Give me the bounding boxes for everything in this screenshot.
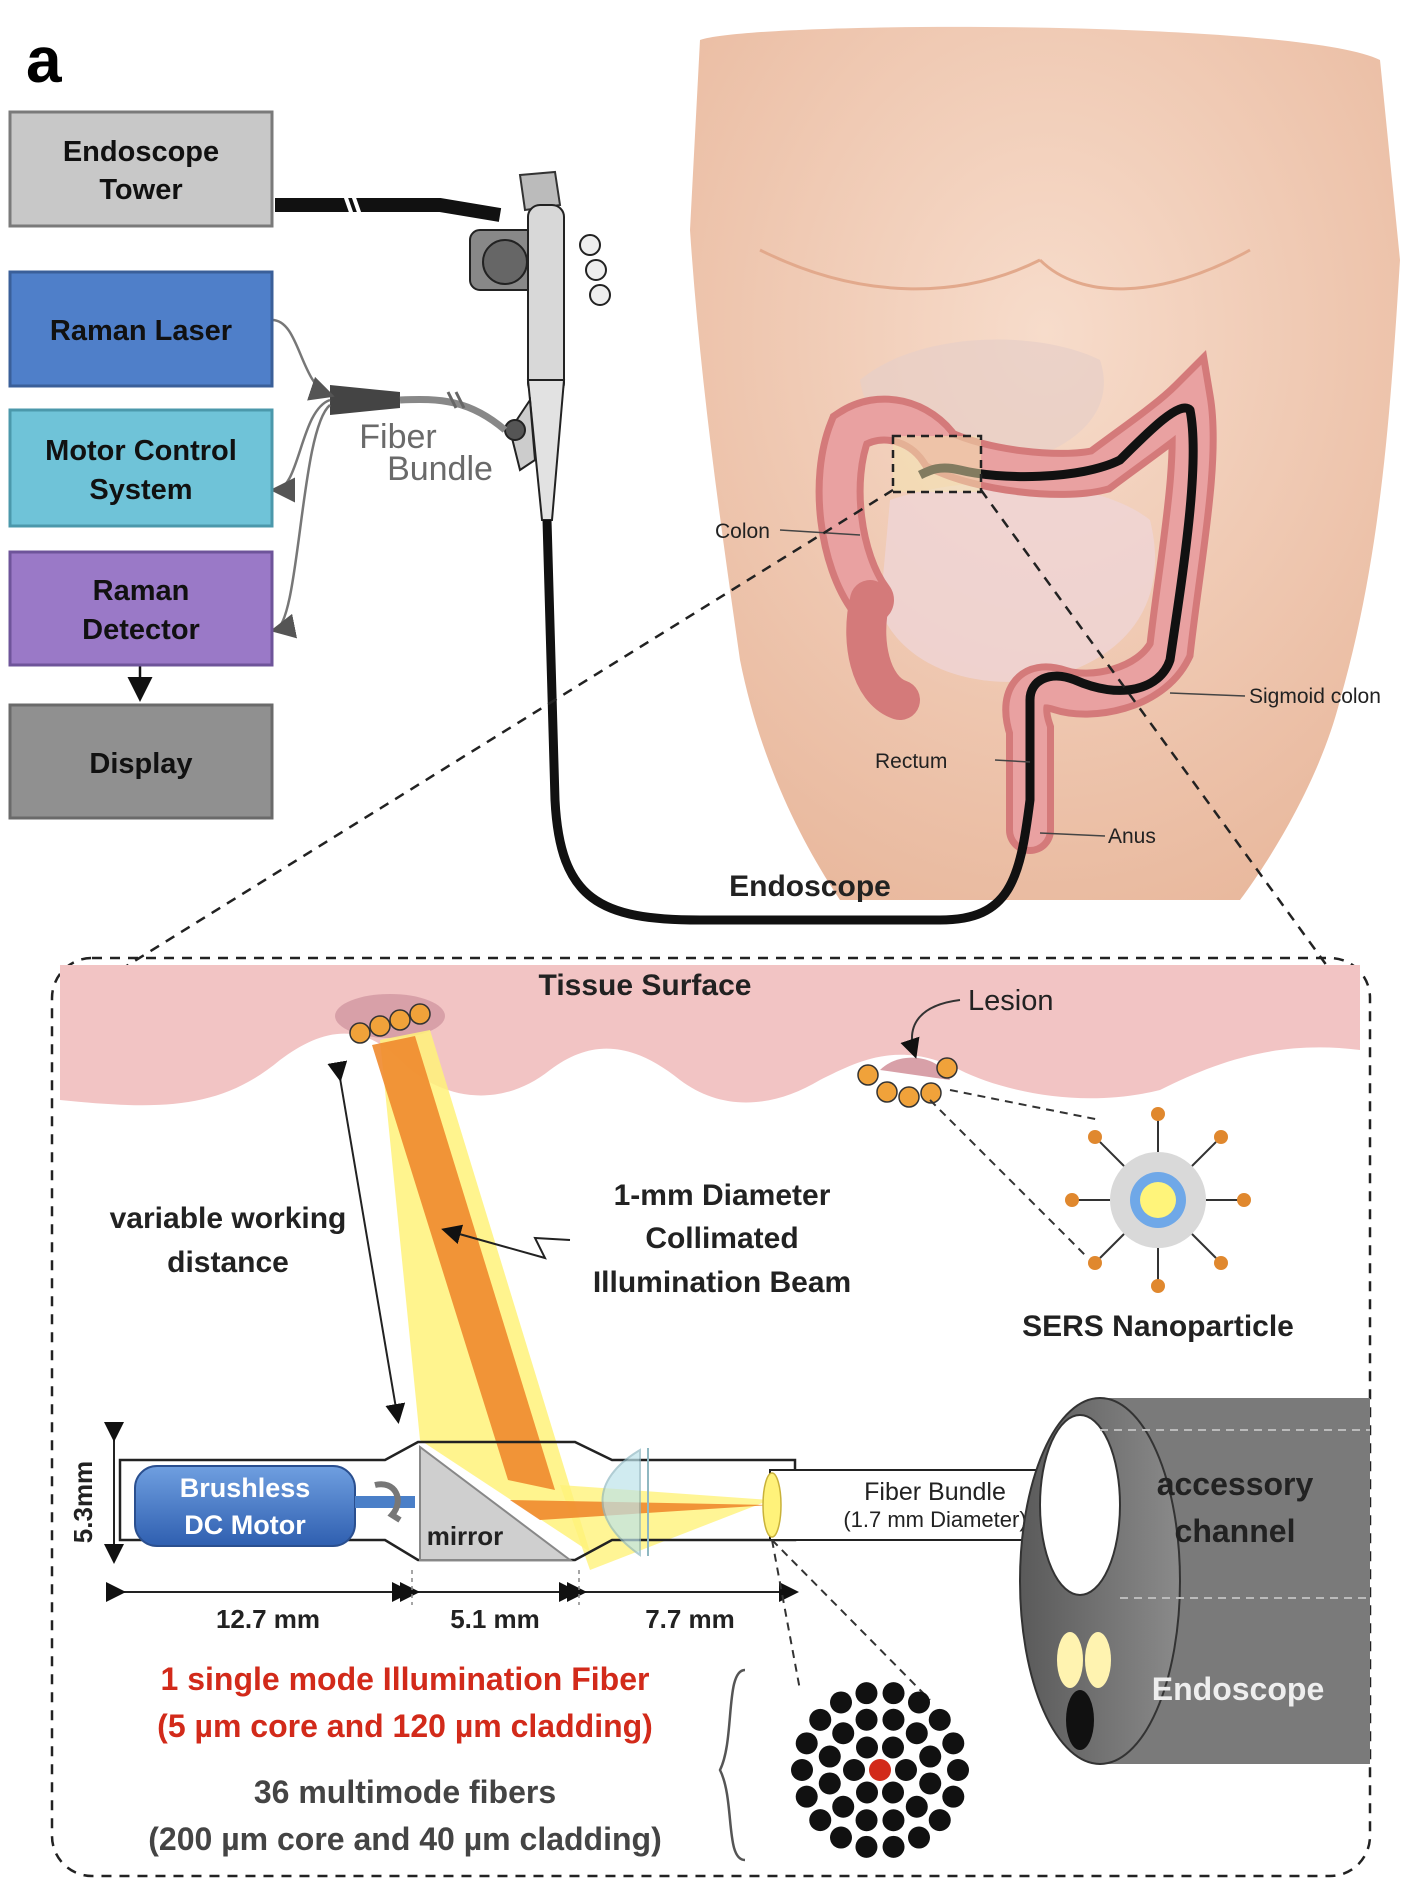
lens <box>601 1448 641 1557</box>
multimode-fiber <box>855 1682 878 1705</box>
multimode-fiber <box>855 1835 878 1858</box>
box-raman-detector: Raman Detector <box>8 550 274 667</box>
box-motor-control: Motor Control System <box>8 408 274 528</box>
svg-text:Raman Laser: Raman Laser <box>50 315 232 347</box>
endoscope-detail-label: Endoscope <box>1152 1671 1324 1707</box>
motor-label-2: DC Motor <box>184 1510 306 1540</box>
mirror-label: mirror <box>427 1521 504 1551</box>
svg-text:Raman: Raman <box>93 575 190 607</box>
multimode-fiber <box>855 1708 878 1731</box>
fiber-bundle-label-2: Bundle <box>387 450 493 488</box>
probe-height-label: 5.3mm <box>68 1461 98 1543</box>
zoom-region <box>891 434 983 494</box>
multimode-fiber <box>830 1691 852 1714</box>
illumination-beam <box>372 1030 770 1570</box>
accessory-channel-label-2: channel <box>1175 1513 1296 1549</box>
multimode-fiber <box>818 1772 841 1795</box>
signal-arrows <box>127 318 335 702</box>
sers-label: SERS Nanoparticle <box>1022 1310 1294 1343</box>
endoscope-tube <box>542 403 1198 925</box>
lesion-nanoparticles <box>857 1057 958 1108</box>
svg-text:Endoscope: Endoscope <box>63 136 219 168</box>
box-endoscope-tower: Endoscope Tower <box>8 110 274 228</box>
svg-text:Tower: Tower <box>99 174 182 206</box>
target-nanoparticles <box>335 994 445 1044</box>
multimode-fiber <box>832 1722 855 1745</box>
fiber-bundle-detail-label: Fiber Bundle <box>864 1478 1006 1506</box>
multimode-fiber <box>905 1722 928 1745</box>
multimode-fiber <box>908 1826 930 1849</box>
multimode-fiber <box>818 1745 841 1768</box>
fiber-bundle-detail-label-2: (1.7 mm Diameter) <box>843 1507 1026 1532</box>
motor-label: Brushless <box>180 1473 311 1503</box>
multimode-fiber <box>809 1809 832 1832</box>
box-display: Display <box>8 703 274 820</box>
svg-text:Detector: Detector <box>82 614 200 646</box>
box-raman-laser: Raman Laser <box>8 270 274 388</box>
multimode-fiber <box>928 1809 951 1832</box>
panel-label-a: a <box>26 24 62 96</box>
multimode-fiber <box>855 1809 878 1832</box>
multimode-fibers-label: 36 multimode fibers <box>254 1774 556 1810</box>
lesion-label: Lesion <box>968 985 1053 1017</box>
multimode-fiber <box>919 1772 942 1795</box>
label-sigmoid-colon: Sigmoid colon <box>1249 685 1381 708</box>
multimode-fiber <box>843 1759 865 1781</box>
endoscope-cylinder <box>1019 1397 1370 1765</box>
multimode-fiber <box>809 1708 832 1731</box>
endoscope-handle <box>275 170 611 521</box>
multimode-fiber <box>882 1809 905 1832</box>
multimode-fiber <box>947 1759 969 1781</box>
working-distance-label: variable working <box>110 1202 347 1235</box>
beam-label-3: Illumination Beam <box>593 1266 851 1299</box>
multimode-fiber <box>942 1732 965 1755</box>
accessory-channel-label: accessory <box>1157 1466 1314 1502</box>
svg-text:Display: Display <box>89 748 192 780</box>
multimode-fiber <box>905 1795 928 1818</box>
multimode-fiber <box>856 1781 878 1804</box>
multimode-fiber <box>882 1708 905 1731</box>
fiber-bundle-cable <box>330 385 508 433</box>
beam-label-2: Collimated <box>645 1222 798 1255</box>
svg-text:Motor Control: Motor Control <box>45 435 237 467</box>
label-rectum: Rectum <box>875 750 947 773</box>
mirror <box>419 1444 573 1561</box>
dim-mirror-length: 5.1 mm <box>450 1604 540 1634</box>
multimode-fiber <box>895 1759 917 1781</box>
dim-lens-length: 7.7 mm <box>645 1604 735 1634</box>
multimode-fiber <box>882 1736 904 1759</box>
multimode-fiber <box>882 1682 905 1705</box>
dim-motor-length: 12.7 mm <box>216 1604 320 1634</box>
tissue-surface-label: Tissue Surface <box>539 969 752 1002</box>
illumination-fiber-label: 1 single mode Illumination Fiber <box>161 1661 650 1697</box>
multimode-fiber <box>908 1691 930 1714</box>
label-anus: Anus <box>1108 825 1156 848</box>
multimode-fiber <box>856 1736 878 1759</box>
working-distance-label-2: distance <box>167 1246 289 1279</box>
fiber-cross-section <box>791 1682 969 1858</box>
multimode-fiber <box>830 1826 852 1849</box>
illumination-fiber-spec: (5 µm core and 120 µm cladding) <box>157 1708 653 1744</box>
multimode-fiber <box>882 1835 905 1858</box>
multimode-fiber <box>795 1785 818 1808</box>
multimode-fiber <box>919 1745 942 1768</box>
brace <box>718 1668 746 1862</box>
beam-label: 1-mm Diameter <box>614 1179 831 1212</box>
multimode-fiber <box>832 1795 855 1818</box>
multimode-fiber <box>795 1732 818 1755</box>
illumination-fiber-core <box>869 1759 891 1781</box>
length-dimensions <box>106 1570 799 1605</box>
sers-nanoparticle <box>1065 1107 1251 1293</box>
multimode-fiber <box>928 1708 951 1731</box>
multimode-fiber <box>791 1759 813 1781</box>
multimode-fibers-spec: (200 µm core and 40 µm cladding) <box>148 1821 661 1857</box>
rotation-icon <box>374 1481 402 1523</box>
multimode-fiber <box>882 1781 904 1804</box>
fiber-bundle-label: Fiber <box>359 418 436 456</box>
svg-text:System: System <box>89 474 192 506</box>
multimode-fiber <box>942 1785 965 1808</box>
label-colon: Colon <box>715 520 770 543</box>
endoscope-label: Endoscope <box>729 870 891 903</box>
